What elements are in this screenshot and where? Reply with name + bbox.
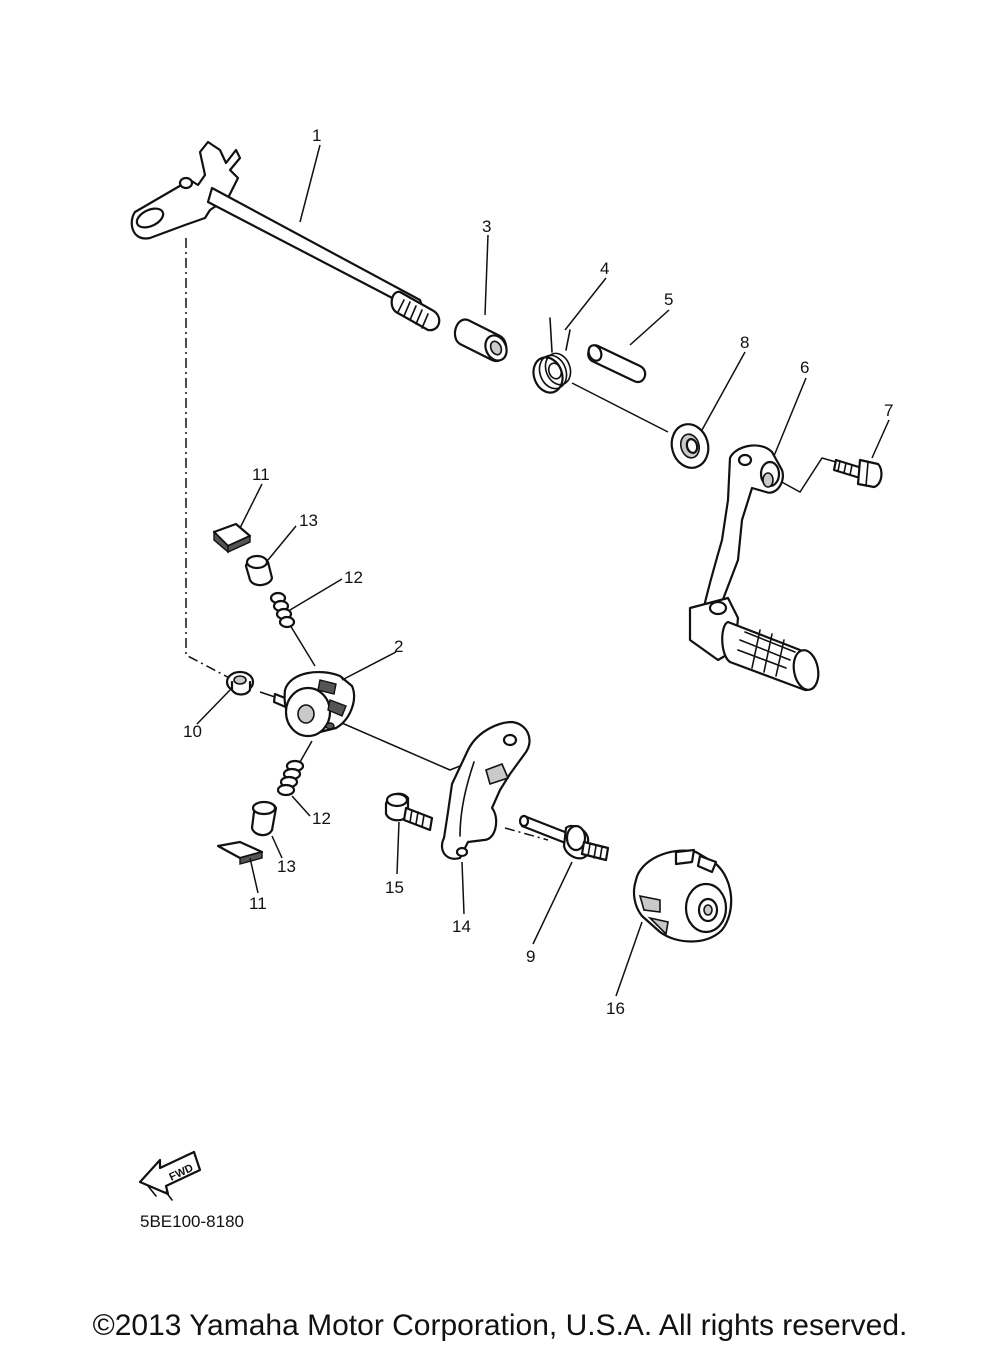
callout-15: 15 (385, 878, 404, 897)
callout-4: 4 (600, 259, 609, 278)
callout-16: 16 (606, 999, 625, 1018)
callout-1: 1 (312, 126, 321, 145)
part-10-washer (225, 670, 255, 696)
callout-numbers: 1 3 4 5 8 6 7 11 13 12 2 10 12 13 11 15 … (183, 126, 893, 1018)
callout-12-upper: 12 (344, 568, 363, 587)
callout-12-lower: 12 (312, 809, 331, 828)
callout-leaders (196, 144, 890, 997)
part-9-pin-bolt (518, 814, 610, 862)
part-5-pin (587, 344, 647, 384)
callout-5: 5 (664, 290, 673, 309)
part-13-upper-roller (244, 554, 274, 587)
callout-13-upper: 13 (299, 511, 318, 530)
part-16-shift-drum (632, 848, 733, 943)
diagram-code: 5BE100-8180 (140, 1212, 244, 1231)
part-12-lower-spring (276, 759, 305, 797)
part-13-lower-roller (250, 800, 278, 837)
part-11-lower-key (216, 840, 264, 865)
part-12-upper-spring (269, 591, 296, 629)
part-3-collar (453, 318, 508, 363)
fwd-arrow-icon: FWD (138, 1150, 202, 1201)
part-11-upper-key (212, 522, 252, 554)
callout-7: 7 (884, 401, 893, 420)
part-1-shift-shaft (130, 140, 441, 332)
callout-3: 3 (482, 217, 491, 236)
callout-14: 14 (452, 917, 471, 936)
part-4-spring (532, 317, 572, 394)
callout-11-upper: 11 (252, 465, 270, 484)
part-6-shift-pedal (688, 444, 820, 692)
callout-13-lower: 13 (277, 857, 296, 876)
callout-9: 9 (526, 947, 535, 966)
callout-10: 10 (183, 722, 202, 741)
callout-6: 6 (800, 358, 809, 377)
part-8-seal (670, 423, 710, 469)
callout-11-lower: 11 (249, 894, 267, 913)
part-14-segment-plate (440, 720, 531, 860)
part-2-shift-cam (272, 670, 356, 738)
part-7-bolt (832, 458, 883, 489)
callout-8: 8 (740, 333, 749, 352)
copyright-notice: ©2013 Yamaha Motor Corporation, U.S.A. A… (92, 1309, 908, 1342)
part-15-bolt (384, 792, 434, 832)
callout-2: 2 (394, 637, 403, 656)
